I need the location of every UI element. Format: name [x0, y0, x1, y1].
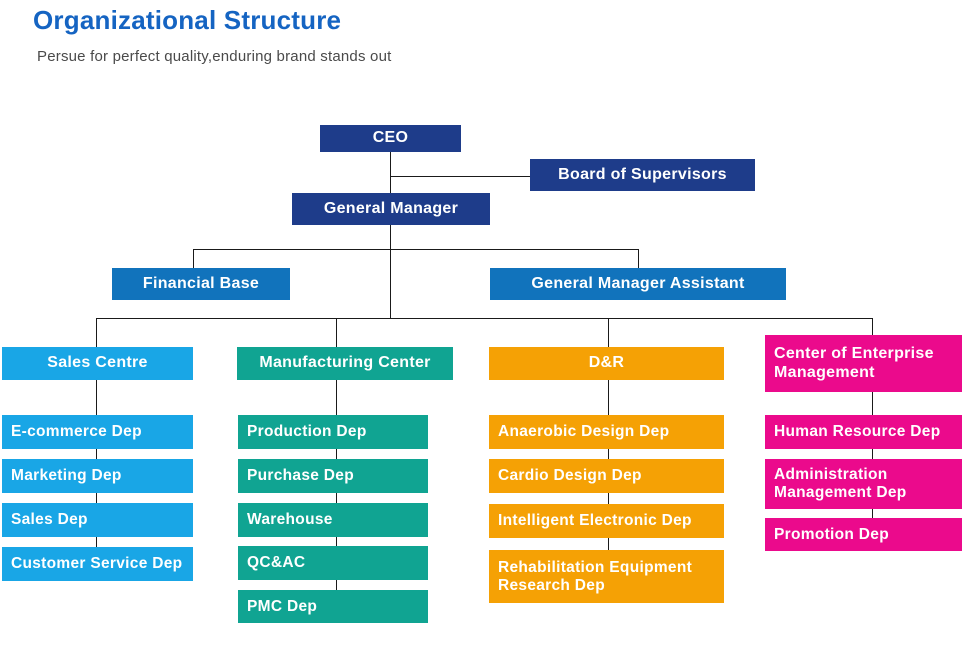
node-production-dep: Production Dep	[238, 415, 428, 449]
node-marketing-dep: Marketing Dep	[2, 459, 193, 493]
node-gm-assistant: General Manager Assistant	[490, 268, 786, 300]
node-financial-base: Financial Base	[112, 268, 290, 300]
node-board-of-supervisors: Board of Supervisors	[530, 159, 755, 191]
connector-gm-down	[390, 225, 391, 318]
node-human-resource-dep: Human Resource Dep	[765, 415, 962, 449]
node-anaerobic-design-dep: Anaerobic Design Dep	[489, 415, 724, 449]
node-customer-service-dep: Customer Service Dep	[2, 547, 193, 581]
column-header-manufacturing-center: Manufacturing Center	[237, 347, 453, 380]
node-general-manager: General Manager	[292, 193, 490, 225]
node-promotion-dep: Promotion Dep	[765, 518, 962, 551]
connector-bus-level1	[193, 249, 638, 250]
page-subtitle: Persue for perfect quality,enduring bran…	[37, 48, 392, 65]
connector-bus-level2	[96, 318, 872, 319]
node-warehouse: Warehouse	[238, 503, 428, 537]
page-title: Organizational Structure	[33, 5, 342, 35]
node-qc-ac: QC&AC	[238, 546, 428, 580]
connector-to-financial-base	[193, 249, 194, 268]
node-intelligent-electronic-dep: Intelligent Electronic Dep	[489, 504, 724, 538]
column-header-sales-centre: Sales Centre	[2, 347, 193, 380]
connector-ceo-gm	[390, 152, 391, 194]
node-ecommerce-dep: E-commerce Dep	[2, 415, 193, 449]
node-sales-dep: Sales Dep	[2, 503, 193, 537]
column-header-center-of-enterprise-management: Center of Enterprise Management	[765, 335, 962, 392]
node-rehabilitation-equipment-research-dep: Rehabilitation Equipment Research Dep	[489, 550, 724, 603]
node-administration-management-dep: Administration Management Dep	[765, 459, 962, 509]
node-pmc-dep: PMC Dep	[238, 590, 428, 623]
connector-to-gm-assistant	[638, 249, 639, 268]
connector-to-board	[390, 176, 530, 177]
node-ceo: CEO	[320, 125, 461, 152]
node-purchase-dep: Purchase Dep	[238, 459, 428, 493]
node-cardio-design-dep: Cardio Design Dep	[489, 459, 724, 493]
connector-manufacturing-column	[336, 318, 337, 590]
column-header-dr: D&R	[489, 347, 724, 380]
